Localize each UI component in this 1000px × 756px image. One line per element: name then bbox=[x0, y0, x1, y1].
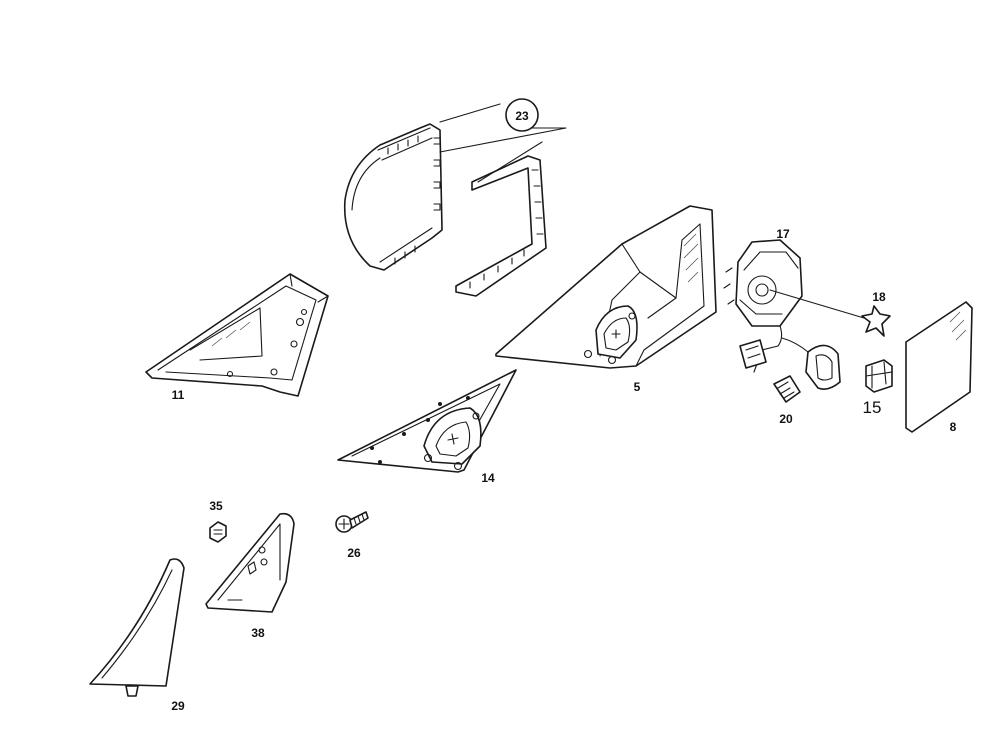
callout-38: 38 bbox=[251, 626, 265, 640]
callout-18: 18 bbox=[872, 290, 886, 304]
callout-29: 29 bbox=[171, 699, 185, 713]
callout-20: 20 bbox=[779, 412, 793, 426]
part-20-connector-plug bbox=[773, 375, 801, 403]
part-15-clip bbox=[865, 359, 893, 393]
part-38-inner-cover bbox=[205, 512, 295, 613]
part-17-motor-assembly bbox=[723, 239, 841, 390]
part-29-trim-cover bbox=[89, 558, 185, 697]
part-5-mirror-housing bbox=[495, 205, 717, 369]
part-35-nut bbox=[209, 521, 227, 543]
callout-23: 23 bbox=[515, 109, 529, 123]
callout-35: 35 bbox=[209, 499, 223, 513]
callout-8: 8 bbox=[950, 420, 957, 434]
callout-15: 15 bbox=[863, 398, 882, 417]
callout-17: 17 bbox=[776, 227, 790, 241]
callout-23-circle bbox=[505, 98, 539, 132]
part-11-base-bracket bbox=[145, 273, 329, 397]
part-23-gasket bbox=[455, 155, 547, 297]
part-23-mirror-cover bbox=[343, 123, 443, 271]
part-23-leader: 23 bbox=[439, 98, 567, 183]
callout-14: 14 bbox=[481, 471, 495, 485]
callout-5: 5 bbox=[634, 380, 641, 394]
callout-11: 11 bbox=[172, 388, 185, 402]
callout-26: 26 bbox=[347, 546, 361, 560]
part-14-mounting-plate bbox=[337, 369, 517, 473]
part-18-leader bbox=[769, 289, 865, 319]
part-18-cross-spring bbox=[861, 305, 891, 337]
part-26-screw bbox=[335, 511, 369, 533]
part-8-mirror-glass bbox=[905, 301, 973, 433]
